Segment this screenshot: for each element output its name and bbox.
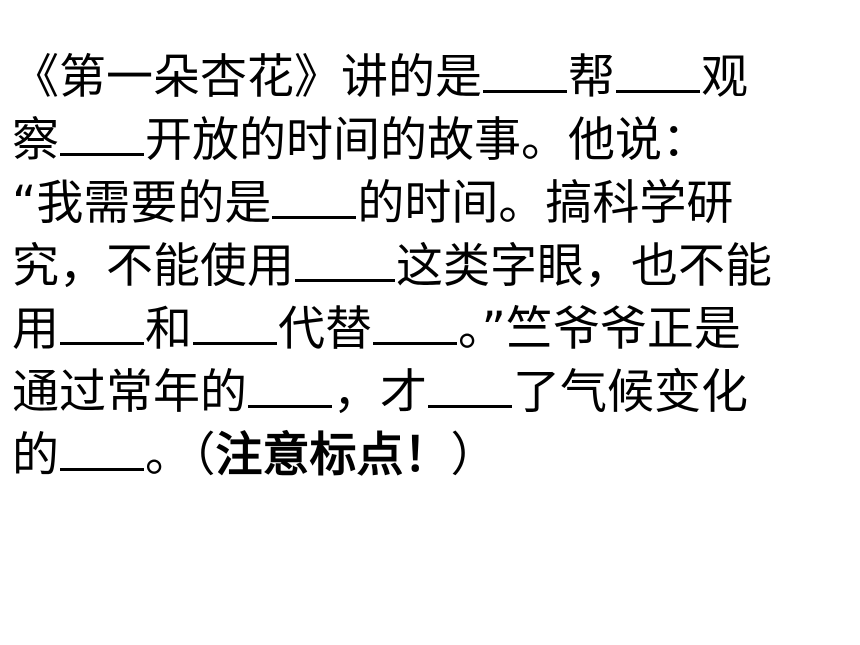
punctuation-note: 注意标点！: [215, 428, 451, 483]
line-2-text-a: 察: [12, 113, 59, 168]
line-7-text-b: 。（: [145, 428, 216, 483]
line-5-text-d: 。”竺爷爷正是: [458, 302, 741, 357]
blank-7[interactable]: [193, 302, 277, 345]
line-4-text-a: 究，不能使用: [12, 239, 294, 294]
line-5-text-b: 和: [145, 302, 192, 357]
blank-9[interactable]: [248, 365, 332, 408]
passage-line-3: “我需要的是 的时间。搞科学研: [12, 172, 852, 235]
blank-10[interactable]: [428, 365, 512, 408]
passage-line-5: 用 和 代替 。”竺爷爷正是: [12, 298, 852, 361]
blank-1[interactable]: [483, 50, 567, 93]
blank-3[interactable]: [60, 113, 144, 156]
fill-in-blank-passage: 《第一朵杏花》讲的是 帮 观 察 开放的时间的故事。他说： “我需要的是 的时间。搞科学…: [12, 46, 852, 487]
line-7-text-c: ）: [450, 428, 498, 483]
line-7-text-a: 的: [12, 428, 59, 483]
line-4-text-b: 这类字眼，也不能: [396, 239, 772, 294]
blank-6[interactable]: [60, 302, 144, 345]
line-3-text-b: 的时间。搞科学研: [357, 176, 734, 231]
line-1-text-b: 帮: [568, 50, 615, 105]
line-6-text-c: 了气候变化: [513, 365, 748, 420]
line-6-text-a: 通过常年的: [12, 365, 247, 420]
line-1-text-a: 《第一朵杏花》讲的是: [12, 50, 482, 105]
passage-line-1: 《第一朵杏花》讲的是 帮 观: [12, 46, 852, 109]
blank-4[interactable]: [272, 176, 357, 219]
line-1-text-c: 观: [701, 50, 748, 105]
line-5-text-a: 用: [12, 302, 59, 357]
blank-8[interactable]: [373, 302, 457, 345]
line-2-text-b: 开放的时间的故事。他说：: [145, 113, 709, 168]
passage-line-2: 察 开放的时间的故事。他说：: [12, 109, 852, 172]
line-3-text-a: “我需要的是: [12, 176, 272, 231]
passage-line-6: 通过常年的 ，才 了气候变化: [12, 361, 852, 424]
blank-11[interactable]: [60, 428, 144, 471]
line-5-text-c: 代替: [278, 302, 372, 357]
passage-line-7: 的 。（注意标点！）: [12, 424, 852, 487]
line-6-text-b: ，才: [333, 365, 427, 420]
blank-5[interactable]: [295, 239, 395, 282]
blank-2[interactable]: [616, 50, 700, 93]
passage-line-4: 究，不能使用 这类字眼，也不能: [12, 235, 852, 298]
